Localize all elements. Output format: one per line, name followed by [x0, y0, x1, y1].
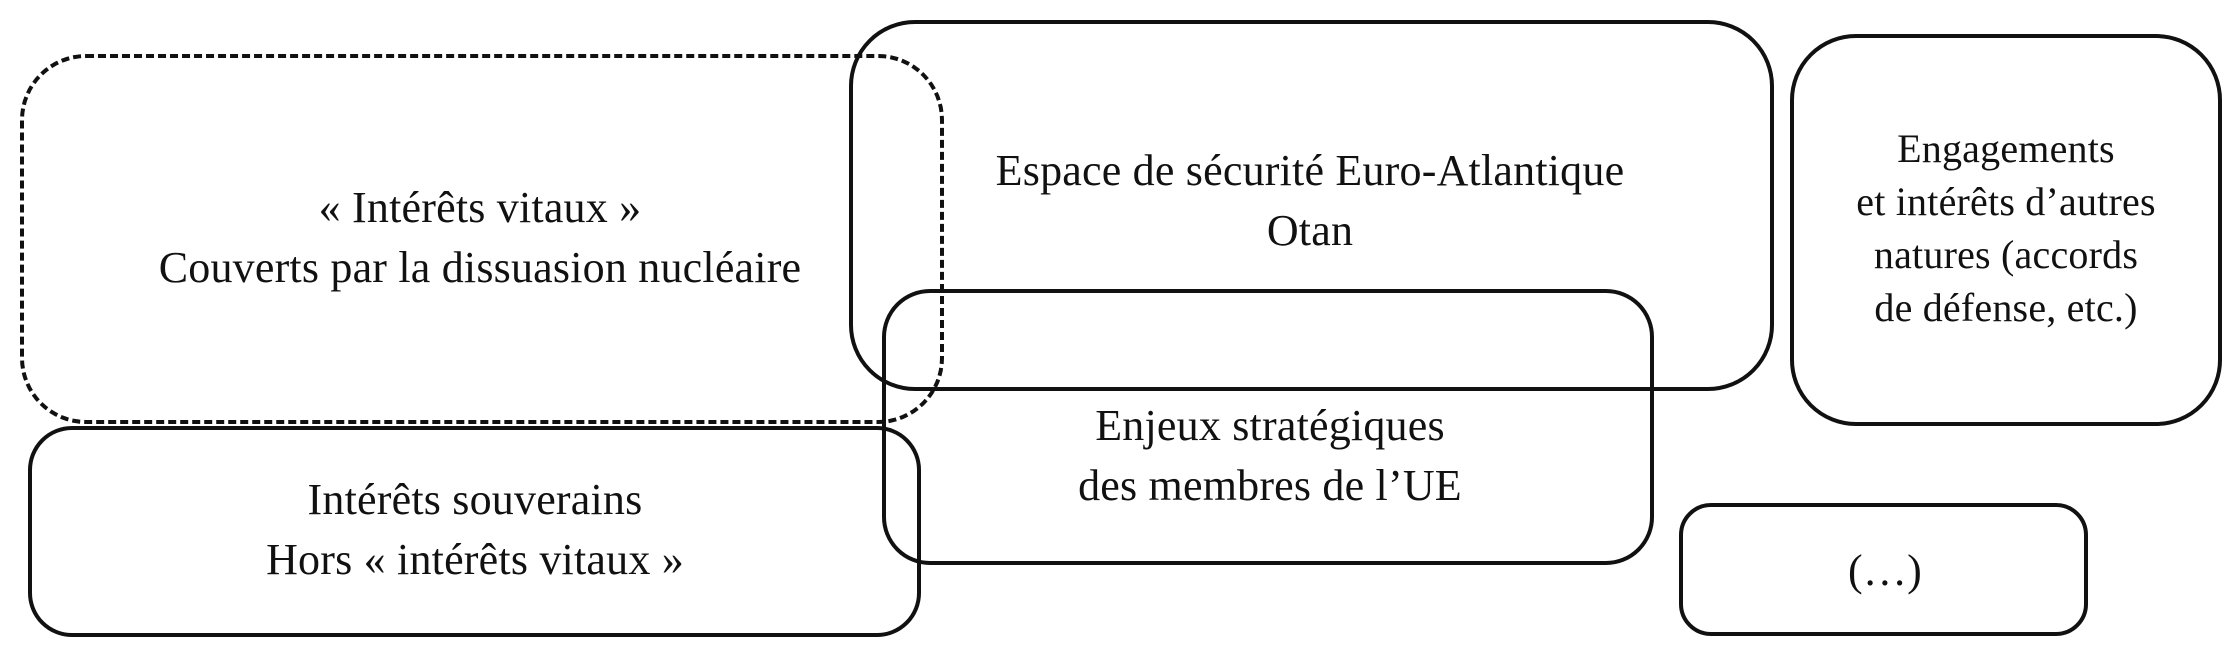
other-engagements-label: Engagements et intérêts d’autres natures…	[1810, 122, 2202, 334]
ellipsis-text: (…)	[1848, 546, 1922, 595]
euro-atlantic-line-1: Espace de sécurité Euro-Atlantique	[995, 146, 1625, 195]
other-engagements-line-2: et intérêts d’autres	[1856, 179, 2156, 224]
euro-atlantic-line-2: Otan	[1266, 206, 1354, 255]
euro-atlantic-box	[849, 20, 1774, 391]
other-engagements-line-3: natures (accords	[1873, 232, 2139, 277]
other-engagements-line-1: Engagements	[1897, 126, 2115, 171]
ellipsis-label: (…)	[1770, 541, 2000, 601]
sovereign-interests-label: Intérêts souverains Hors « intérêts vita…	[140, 470, 810, 590]
vital-interests-line-1: « Intérêts vitaux »	[318, 183, 642, 232]
other-engagements-box	[1790, 34, 2222, 426]
eu-strategic-line-1: Enjeux stratégiques	[1095, 401, 1445, 450]
eu-strategic-box	[882, 289, 1654, 565]
sovereign-interests-line-2: Hors « intérêts vitaux »	[266, 535, 684, 584]
sovereign-interests-line-1: Intérêts souverains	[307, 475, 643, 524]
other-engagements-line-4: de défense, etc.)	[1874, 285, 2138, 330]
vital-interests-box	[20, 54, 944, 424]
euro-atlantic-label: Espace de sécurité Euro-Atlantique Otan	[900, 141, 1720, 261]
eu-strategic-line-2: des membres de l’UE	[1078, 461, 1462, 510]
ellipsis-box	[1679, 503, 2088, 636]
vital-interests-label: « Intérêts vitaux » Couverts par la diss…	[90, 178, 870, 298]
vital-interests-line-2: Couverts par la dissuasion nucléaire	[158, 243, 802, 292]
eu-strategic-label: Enjeux stratégiques des membres de l’UE	[970, 396, 1570, 516]
